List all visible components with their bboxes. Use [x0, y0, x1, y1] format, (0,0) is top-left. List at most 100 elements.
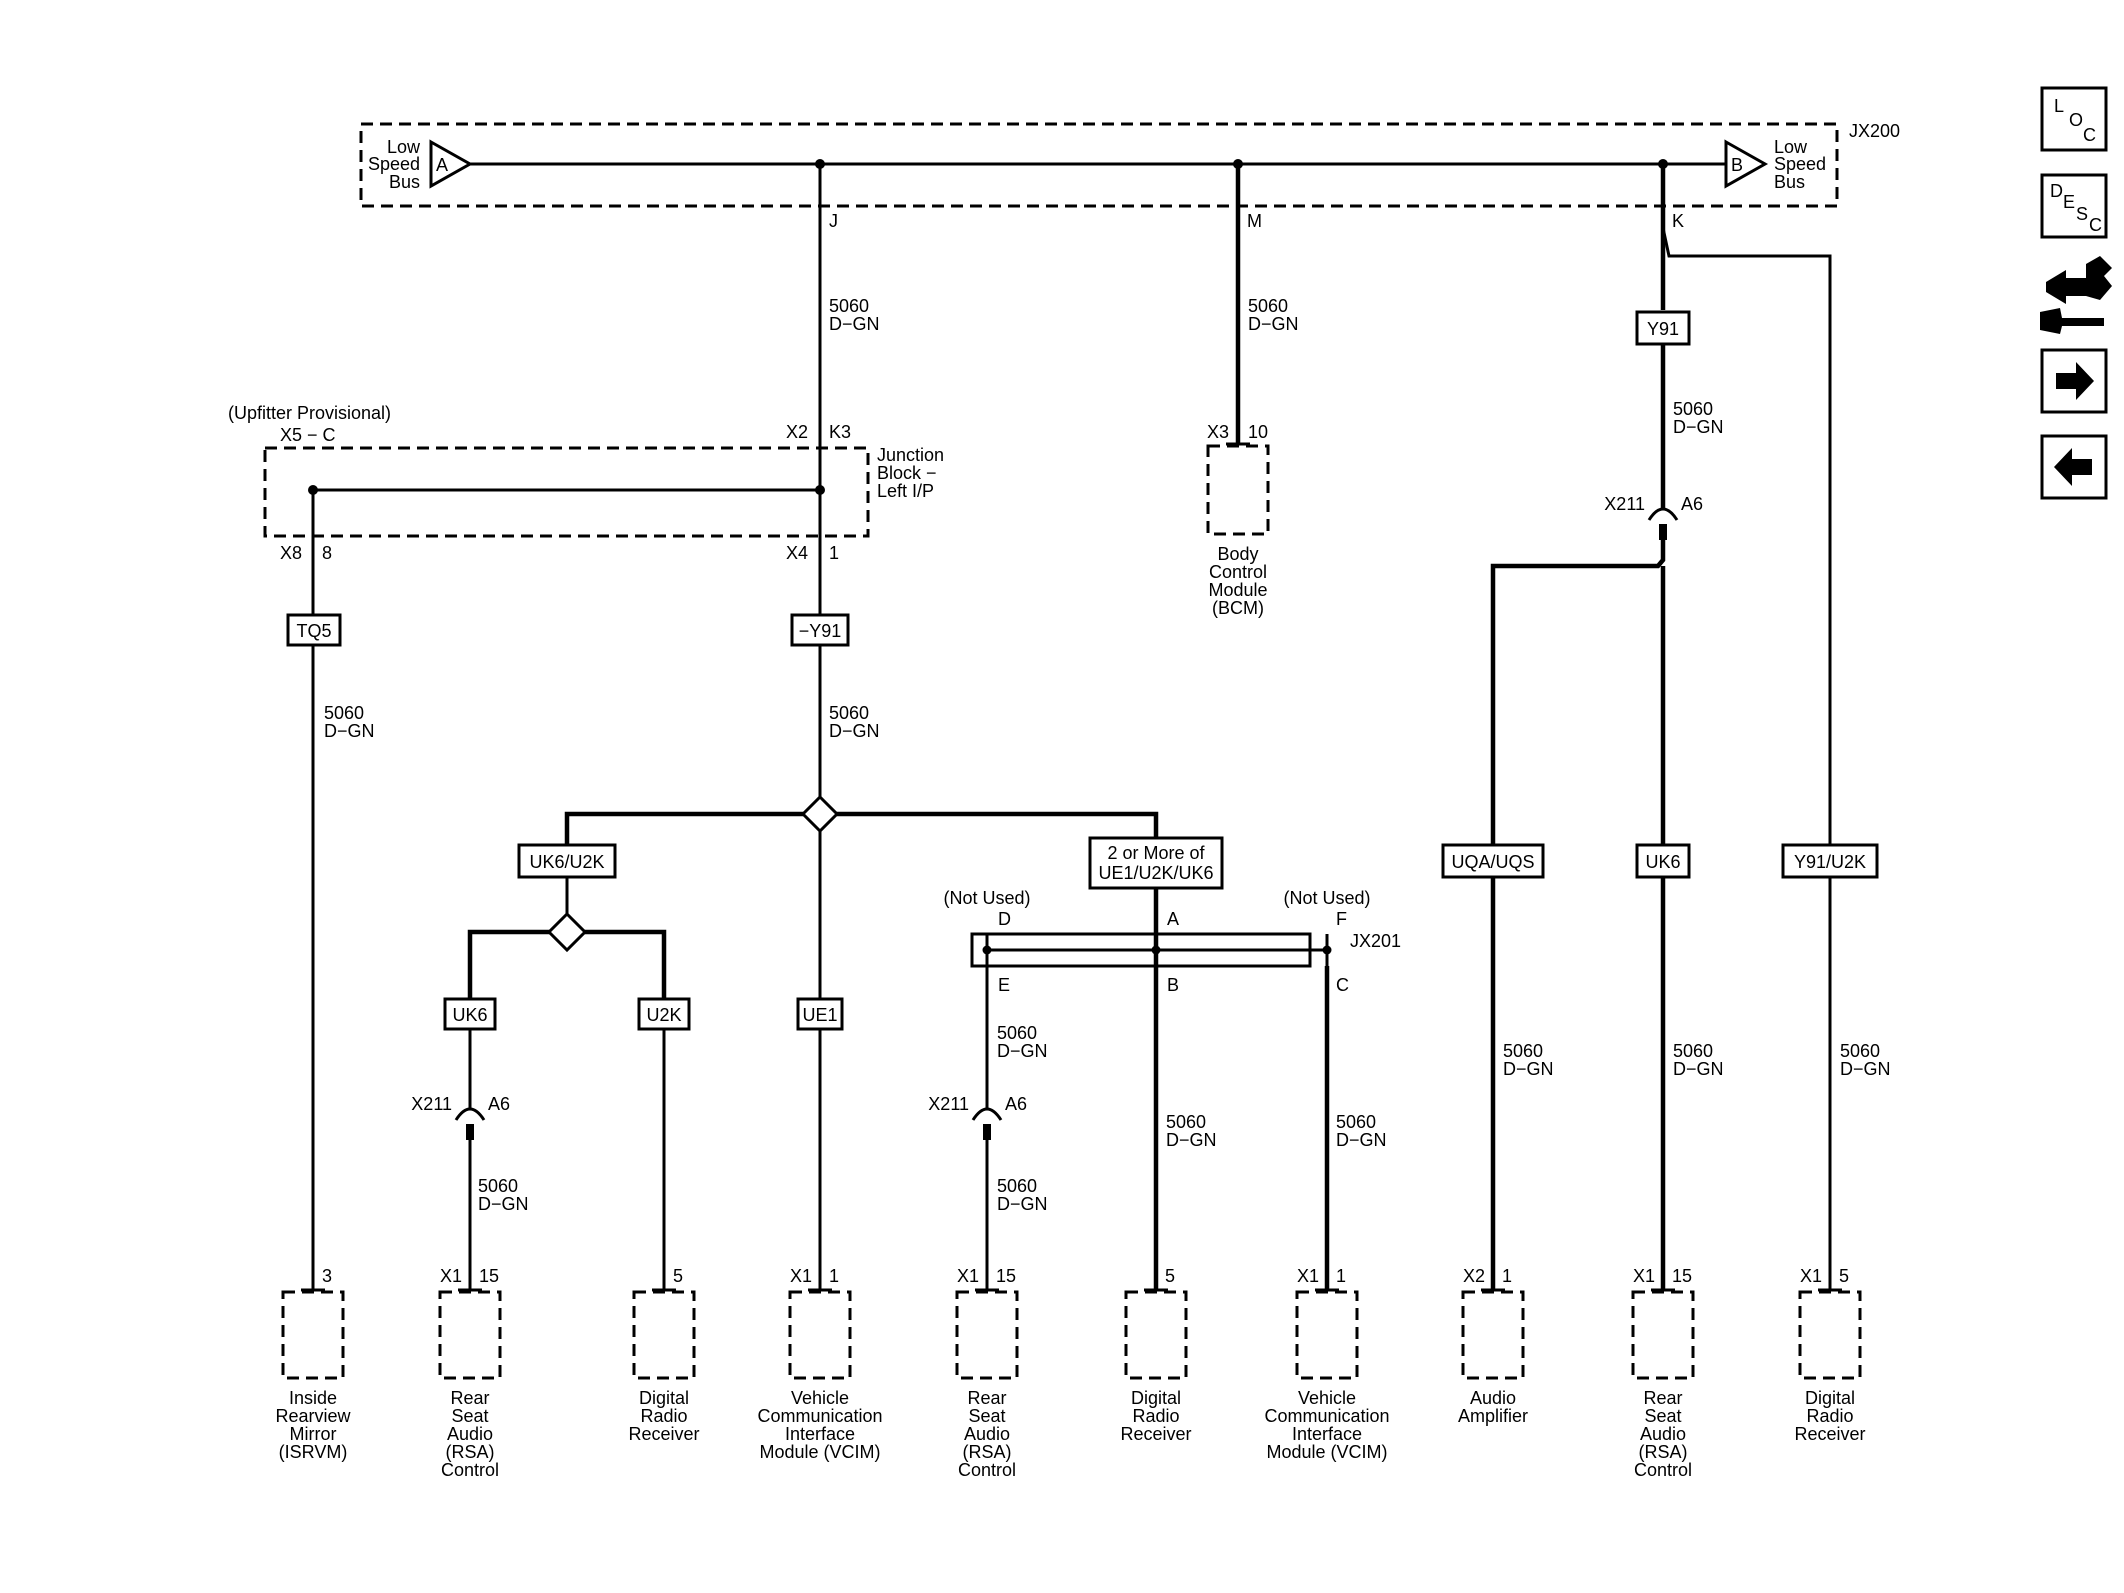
- module-0-label-2: Mirror: [290, 1424, 337, 1444]
- wire-b-number: 5060: [1166, 1112, 1206, 1132]
- x211-mid-connector: [971, 1107, 1003, 1121]
- wire-uk6r-number: 5060: [1673, 1041, 1713, 1061]
- pin-k: K: [1672, 211, 1684, 231]
- module-8-box: [1631, 1290, 1695, 1380]
- svg-text:S: S: [2076, 204, 2088, 224]
- module-8-label-0: Rear: [1643, 1388, 1682, 1408]
- module-7-pin: 1: [1502, 1266, 1512, 1286]
- wire-y91-number: 5060: [1673, 399, 1713, 419]
- module-6-conn: X1: [1297, 1266, 1319, 1286]
- wire-rsa2-color: D−GN: [997, 1194, 1048, 1214]
- desc-button[interactable]: D E S C: [2040, 173, 2108, 239]
- module-9-pin: 5: [1839, 1266, 1849, 1286]
- pin-8-label: 8: [322, 543, 332, 563]
- module-5-label-0: Digital: [1131, 1388, 1181, 1408]
- module-1-label-3: (RSA): [446, 1442, 495, 1462]
- low-speed-bus-a: Low Speed Bus A: [368, 137, 474, 192]
- module-4-label-4: Control: [958, 1460, 1016, 1480]
- module-3-box: [788, 1290, 852, 1380]
- x211-left-pin: [466, 1124, 474, 1140]
- x211-left-connector: [454, 1107, 486, 1121]
- option-box-uk6-left: UK6: [443, 997, 497, 1031]
- module-0-label-0: Inside: [289, 1388, 337, 1408]
- x211-right-name: X211: [1604, 494, 1645, 514]
- option-box-2-or-more: 2 or More of UE1/U2K/UK6: [1088, 836, 1224, 890]
- sub-split-diamond: [546, 911, 588, 953]
- module-1-label-0: Rear: [450, 1388, 489, 1408]
- x211-right-pin-label: A6: [1681, 494, 1703, 514]
- loc-button[interactable]: L O C: [2040, 86, 2108, 152]
- arrow-right-icon: [2056, 362, 2094, 400]
- module-9-label-1: Radio: [1806, 1406, 1853, 1426]
- jx201-connector: JX201 (Not Used) (Not Used) D A F E B C: [943, 888, 1401, 995]
- x2-label: X2: [786, 422, 808, 442]
- k3-label: K3: [829, 422, 851, 442]
- low-speed-bus-b: B Low Speed Bus: [1724, 137, 1826, 192]
- bcm-line-1: Body: [1217, 544, 1258, 564]
- bcm-line-2: Control: [1209, 562, 1267, 582]
- module-3-label-2: Interface: [785, 1424, 855, 1444]
- module-0-box: [281, 1290, 345, 1380]
- bus-a-line-1: Low: [387, 137, 421, 157]
- module-0-pin: 3: [322, 1266, 332, 1286]
- module-8-label-2: Audio: [1640, 1424, 1686, 1444]
- wire-ny91-number: 5060: [829, 703, 869, 723]
- module-4-label-2: Audio: [964, 1424, 1010, 1444]
- pin-c: C: [1336, 975, 1349, 995]
- module-7-label-0: Audio: [1470, 1388, 1516, 1408]
- svg-text:UE1: UE1: [802, 1005, 837, 1025]
- module-4-label-3: (RSA): [963, 1442, 1012, 1462]
- module-8-label-4: Control: [1634, 1460, 1692, 1480]
- svg-text:UQA/UQS: UQA/UQS: [1451, 852, 1534, 872]
- wire-y91-u2k: [1661, 227, 1832, 860]
- option-box-y91-u2k: Y91/U2K: [1781, 843, 1879, 879]
- svg-text:D: D: [2050, 181, 2063, 201]
- svg-text:C: C: [2089, 215, 2102, 235]
- bus-a-triangle: [429, 139, 474, 189]
- module-2-pin: 5: [673, 1266, 683, 1286]
- option-box-ue1: UE1: [796, 997, 844, 1031]
- arrow-left-icon: [2054, 448, 2092, 486]
- module-6-label-0: Vehicle: [1298, 1388, 1356, 1408]
- module-5-label-2: Receiver: [1120, 1424, 1191, 1444]
- svg-text:Y91/U2K: Y91/U2K: [1794, 852, 1866, 872]
- wire-uqa-color: D−GN: [1503, 1059, 1554, 1079]
- module-5-label-1: Radio: [1132, 1406, 1179, 1426]
- wire-c-number: 5060: [1336, 1112, 1376, 1132]
- module-1-label-2: Audio: [447, 1424, 493, 1444]
- svg-text:2 or More of: 2 or More of: [1107, 843, 1205, 863]
- wire-j-color: D−GN: [829, 314, 880, 334]
- wire-tq5-number: 5060: [324, 703, 364, 723]
- junction-line-3: Left I/P: [877, 481, 934, 501]
- x211-mid-pin: [983, 1124, 991, 1140]
- main-split-bar: [564, 811, 1159, 845]
- module-8-conn: X1: [1633, 1266, 1655, 1286]
- module-3-label-3: Module (VCIM): [759, 1442, 880, 1462]
- module-3-label-1: Communication: [757, 1406, 882, 1426]
- svg-text:Y91: Y91: [1647, 319, 1679, 339]
- svg-text:UK6: UK6: [452, 1005, 487, 1025]
- upfitter-label: (Upfitter Provisional): [228, 403, 391, 423]
- junction-block-left-ip: (Upfitter Provisional) X5 − C X2 K3 Junc…: [228, 403, 944, 563]
- service-icon[interactable]: [2040, 256, 2112, 334]
- not-used-f: (Not Used): [1283, 888, 1370, 908]
- arrow-right-button[interactable]: [2040, 348, 2108, 414]
- x5c-label: X5 − C: [280, 425, 336, 445]
- bus-a-line-3: Bus: [389, 172, 420, 192]
- arrow-left-button[interactable]: [2040, 434, 2108, 500]
- wire-e-color: D−GN: [997, 1041, 1048, 1061]
- bus-b-triangle: [1724, 139, 1769, 189]
- x211-mid-name: X211: [928, 1094, 969, 1114]
- module-2-label-2: Receiver: [628, 1424, 699, 1444]
- wire-y91u2k-number: 5060: [1840, 1041, 1880, 1061]
- wire-m-number: 5060: [1248, 296, 1288, 316]
- module-4-label-0: Rear: [967, 1388, 1006, 1408]
- module-0-label-3: (ISRVM): [279, 1442, 348, 1462]
- bcm-pin: 10: [1248, 422, 1268, 442]
